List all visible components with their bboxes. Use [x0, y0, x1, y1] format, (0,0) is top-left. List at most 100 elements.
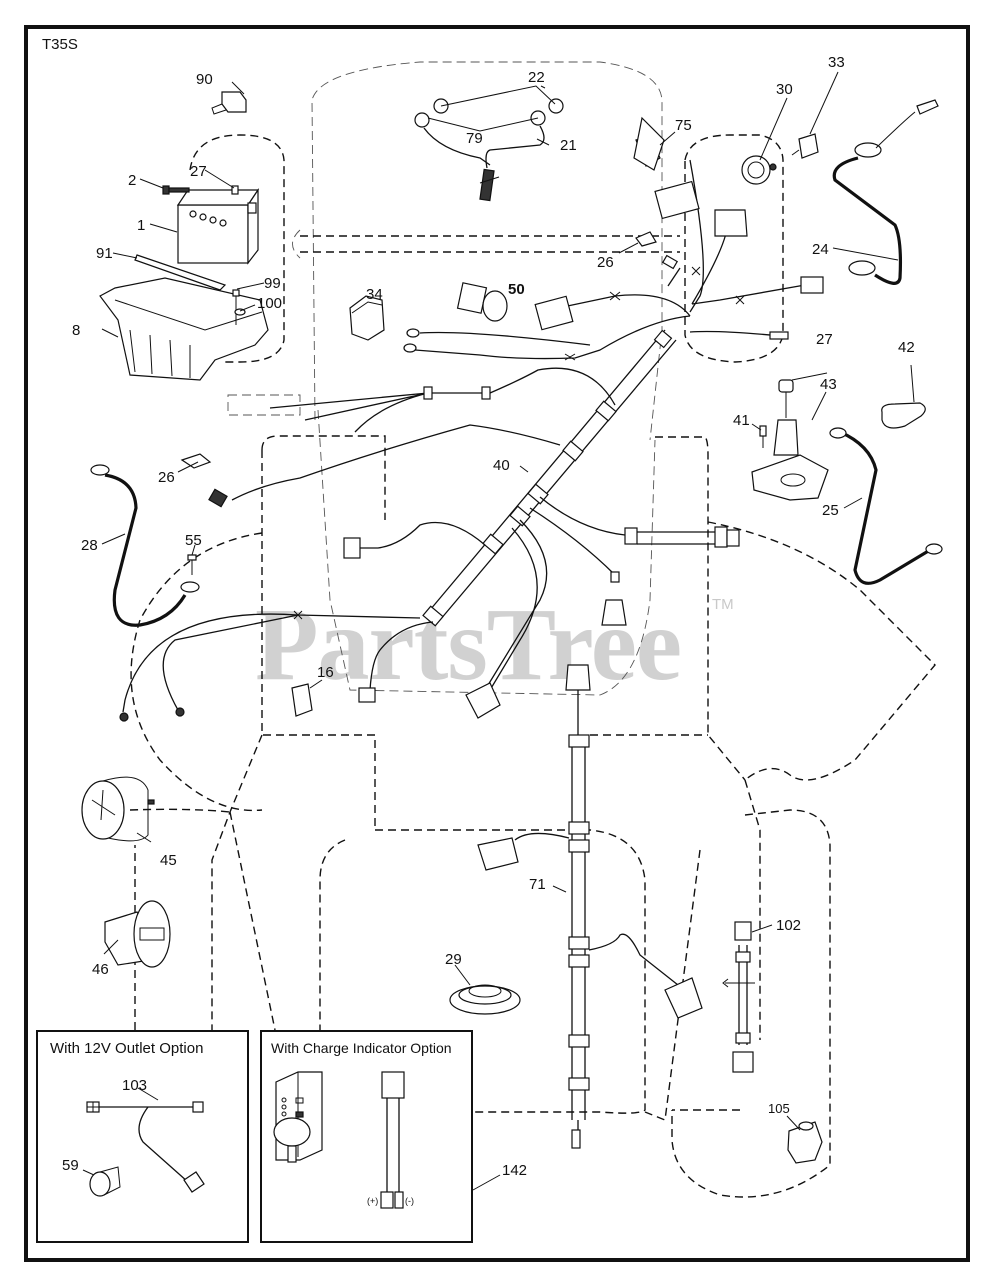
- cables: [90, 99, 943, 627]
- callout-46: 46: [92, 961, 109, 978]
- rear-harness-71: [477, 664, 703, 1149]
- battery-top: [176, 189, 260, 206]
- diagram-frame: [24, 25, 970, 1262]
- hood-outline: [311, 61, 663, 441]
- callout-16: 16: [317, 664, 334, 681]
- fuse-26: [635, 231, 657, 247]
- nut-27b: [778, 379, 794, 393]
- callout-26b: 26: [158, 469, 175, 486]
- solenoid-43: [773, 419, 799, 456]
- terminal-minus: (-): [405, 1196, 414, 1206]
- callout-91: 91: [96, 245, 113, 262]
- main-harness-40: [119, 159, 824, 722]
- outlet-option-drawing: 103 59: [62, 1077, 205, 1197]
- charge-option-drawing: (+) (-): [273, 1071, 414, 1209]
- callout-25: 25: [822, 502, 839, 519]
- lower-diag-outline: [644, 849, 701, 1121]
- seat-outline-top: [261, 435, 386, 520]
- callout-2: 2: [128, 172, 136, 189]
- cable-24: [832, 156, 903, 285]
- callout-33: 33: [828, 54, 845, 71]
- nut-27: [231, 185, 239, 195]
- switch-34: [349, 295, 385, 341]
- lower-left-outline: [319, 839, 346, 1030]
- callout-103: 103: [122, 1077, 147, 1094]
- callout-75: 75: [675, 117, 692, 134]
- callout-27a: 27: [190, 163, 207, 180]
- part-105: [787, 1121, 823, 1164]
- callout-45: 45: [160, 852, 177, 869]
- left-fender-outline: [130, 532, 263, 812]
- key-33: [798, 133, 819, 159]
- callout-50: 50: [508, 281, 525, 298]
- callout-24: 24: [812, 241, 829, 258]
- callout-8: 8: [72, 322, 80, 339]
- callout-79: 79: [466, 130, 483, 147]
- terminal-plus: (+): [367, 1196, 378, 1206]
- callout-99: 99: [264, 275, 281, 292]
- right-fender-outline: [707, 521, 936, 781]
- gauges: [81, 776, 171, 968]
- band-outline: [300, 235, 680, 253]
- callout-71: 71: [529, 876, 546, 893]
- battery-tray: [99, 277, 269, 381]
- seat-outline-left: [261, 450, 376, 830]
- boot-42: [881, 402, 926, 429]
- callout-30: 30: [776, 81, 793, 98]
- cable-25: [839, 430, 931, 585]
- callout-28: 28: [81, 537, 98, 554]
- callout-105: 105: [768, 1101, 790, 1116]
- part-102: [734, 921, 752, 941]
- option-title-charge-indicator: With Charge Indicator Option: [271, 1040, 452, 1056]
- callout-102: 102: [776, 917, 801, 934]
- option-box-charge-indicator: With Charge Indicator Option (+) (-): [260, 1030, 473, 1243]
- option-title-12v-outlet: With 12V Outlet Option: [50, 1040, 204, 1057]
- callouts: 2 1 8 91 27 90 99 100 22 79 21 75 26 34 …: [72, 54, 915, 1131]
- rear-parts: [449, 921, 823, 1164]
- harness-trunk: [429, 329, 677, 621]
- callout-42: 42: [898, 339, 915, 356]
- callout-40: 40: [493, 457, 510, 474]
- callout-21: 21: [560, 137, 577, 154]
- rear-right-outline: [671, 809, 831, 1198]
- callout-43: 43: [820, 376, 837, 393]
- connector-region-outline: [227, 394, 301, 416]
- band-end: [292, 229, 301, 259]
- ignition-region-outline: [684, 134, 784, 363]
- left-rail-outline: [211, 734, 263, 1030]
- battery-strap: [134, 254, 227, 291]
- callout-59: 59: [62, 1157, 79, 1174]
- callout-22: 22: [528, 69, 545, 86]
- battery-terminal: [247, 202, 257, 214]
- callout-29: 29: [445, 951, 462, 968]
- right-rail-outline: [744, 779, 761, 1040]
- lower-center-outline: [375, 829, 646, 1114]
- dash-parts: [349, 116, 819, 341]
- dash-outline: [317, 409, 656, 696]
- body-outlines: [129, 61, 936, 1198]
- callout-41: 41: [733, 412, 750, 429]
- callout-27b: 27: [816, 331, 833, 348]
- callout-34: 34: [366, 286, 383, 303]
- callout-1: 1: [137, 217, 145, 234]
- callout-90: 90: [196, 71, 213, 88]
- left-diag-outline: [229, 811, 276, 1031]
- light-harness: [414, 85, 564, 202]
- hour-meter-45: [81, 780, 125, 840]
- part-16: [291, 683, 313, 717]
- diagram-id-label: T35S: [42, 36, 78, 53]
- option-box-12v-outlet: With 12V Outlet Option 103 59: [36, 1030, 249, 1243]
- battery-region-outline: [189, 134, 285, 363]
- watermark-tm: TM: [712, 596, 734, 613]
- switch-50: [456, 282, 488, 314]
- outlet-59: [89, 1171, 111, 1197]
- part-90: [221, 91, 247, 113]
- battery-assembly: [99, 91, 269, 381]
- callout-100: 100: [257, 295, 282, 312]
- solenoid-assembly: [751, 379, 926, 501]
- bolt-2: [168, 187, 190, 193]
- ignition-switch-30: [741, 155, 771, 185]
- seat-outline-right: [655, 436, 746, 781]
